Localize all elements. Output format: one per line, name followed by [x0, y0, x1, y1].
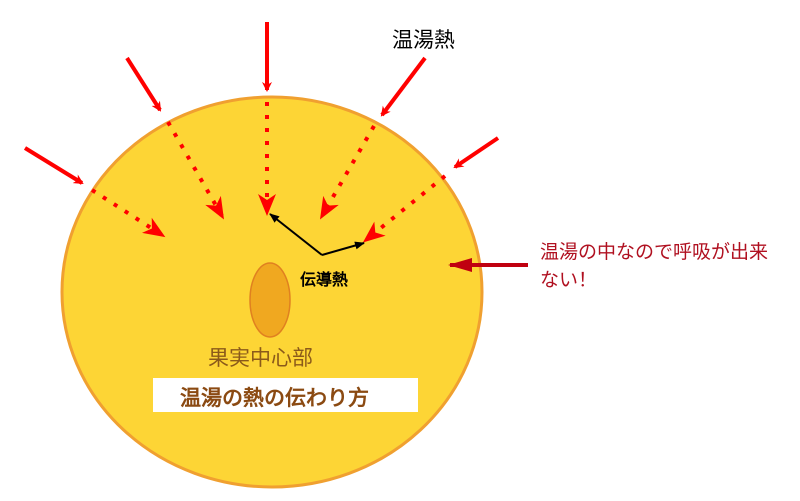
heat-arrow-dotted	[166, 121, 224, 220]
hot-water-heat-label: 温湯熱	[392, 28, 455, 52]
conduction-arrow	[321, 241, 365, 256]
fruit-core-label: 果実中心部	[208, 346, 313, 370]
title-box	[153, 378, 418, 412]
respiration-note: 温湯の中なので呼吸が出来ない！	[540, 241, 769, 291]
heat-arrow-solid	[125, 56, 162, 112]
hot-water-arrows	[23, 22, 500, 243]
conduction-arrow	[269, 213, 323, 256]
conduction-arrows	[269, 213, 365, 256]
heat-arrow-dotted	[362, 174, 447, 243]
heat-arrow-solid	[453, 136, 500, 169]
fruit-core	[249, 262, 291, 338]
heat-arrow-solid	[23, 146, 84, 185]
heat-arrow-dotted	[90, 188, 166, 238]
conduction-heat-label: 伝導熱	[300, 270, 349, 289]
diagram-title: 温湯の熱の伝わり方	[180, 386, 369, 410]
heat-arrow-solid	[380, 56, 427, 117]
